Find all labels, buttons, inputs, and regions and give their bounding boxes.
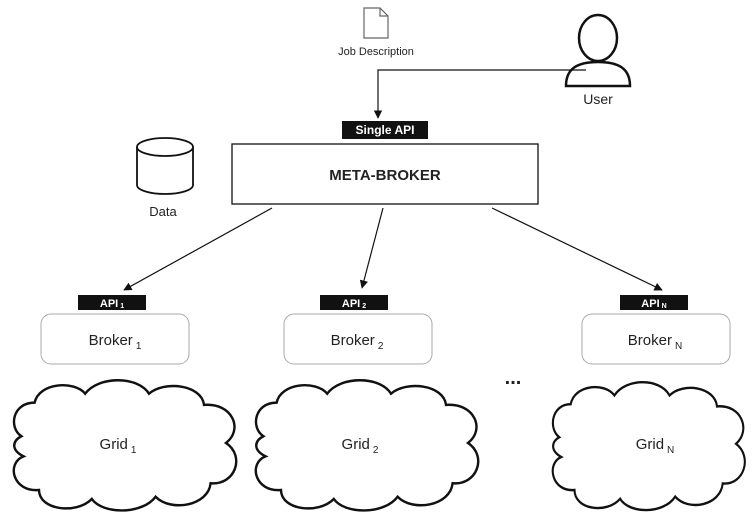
api-tag-2 <box>320 295 388 310</box>
job-description-label: Job Description <box>338 46 414 58</box>
database-icon <box>136 137 194 195</box>
single-api-label: Single API <box>356 123 415 137</box>
broker-1-box <box>40 313 190 365</box>
user-label: User <box>583 91 613 107</box>
user-to-meta-broker-arrow <box>373 69 586 119</box>
meta-broker-box <box>231 143 539 205</box>
api-tag-n <box>620 295 688 310</box>
user-icon <box>564 13 632 88</box>
api-tag-1 <box>78 295 146 310</box>
document-icon <box>363 7 389 39</box>
arrow-to-broker-2 <box>359 207 384 289</box>
broker-2-box <box>283 313 433 365</box>
broker-n-box <box>581 313 731 365</box>
arrow-to-broker-n <box>491 207 663 291</box>
meta-broker-title: META-BROKER <box>329 167 441 184</box>
arrow-to-broker-1 <box>123 207 273 291</box>
data-label: Data <box>149 204 177 219</box>
ellipsis: ... <box>505 367 522 389</box>
single-api-tag <box>342 121 428 139</box>
